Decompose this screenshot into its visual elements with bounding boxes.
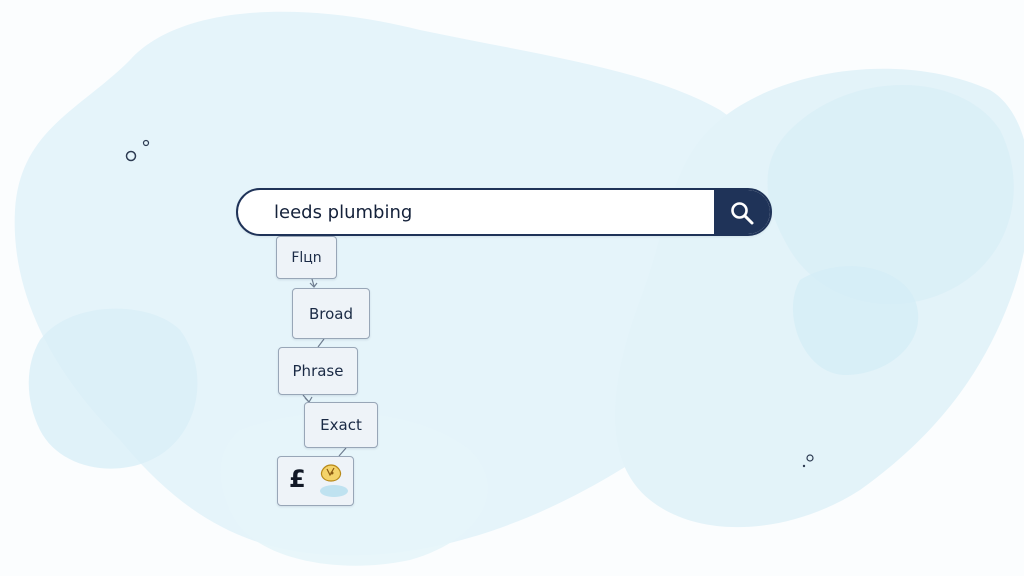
match-type-label: Phrase <box>292 362 344 380</box>
search-bar <box>236 188 772 236</box>
search-button[interactable] <box>714 190 770 234</box>
lower-left-blob <box>28 308 198 469</box>
budget-card[interactable]: £ <box>277 456 354 506</box>
bottom-blob <box>220 412 488 566</box>
far-right-blob <box>767 85 1014 305</box>
match-type-label: Flцn <box>291 249 322 266</box>
match-type-flyn[interactable]: Flцn <box>276 236 337 279</box>
match-type-label: Exact <box>320 416 362 434</box>
match-type-exact[interactable]: Exact <box>304 402 378 448</box>
match-type-broad[interactable]: Broad <box>292 288 370 339</box>
pound-symbol: £ <box>289 465 306 493</box>
left-blob <box>14 11 780 556</box>
search-input[interactable] <box>238 190 718 234</box>
coin-bag-icon <box>320 464 348 497</box>
match-type-phrase[interactable]: Phrase <box>278 347 358 395</box>
lower-right-blob <box>792 266 919 375</box>
match-type-label: Broad <box>308 304 354 323</box>
search-icon <box>731 202 754 225</box>
